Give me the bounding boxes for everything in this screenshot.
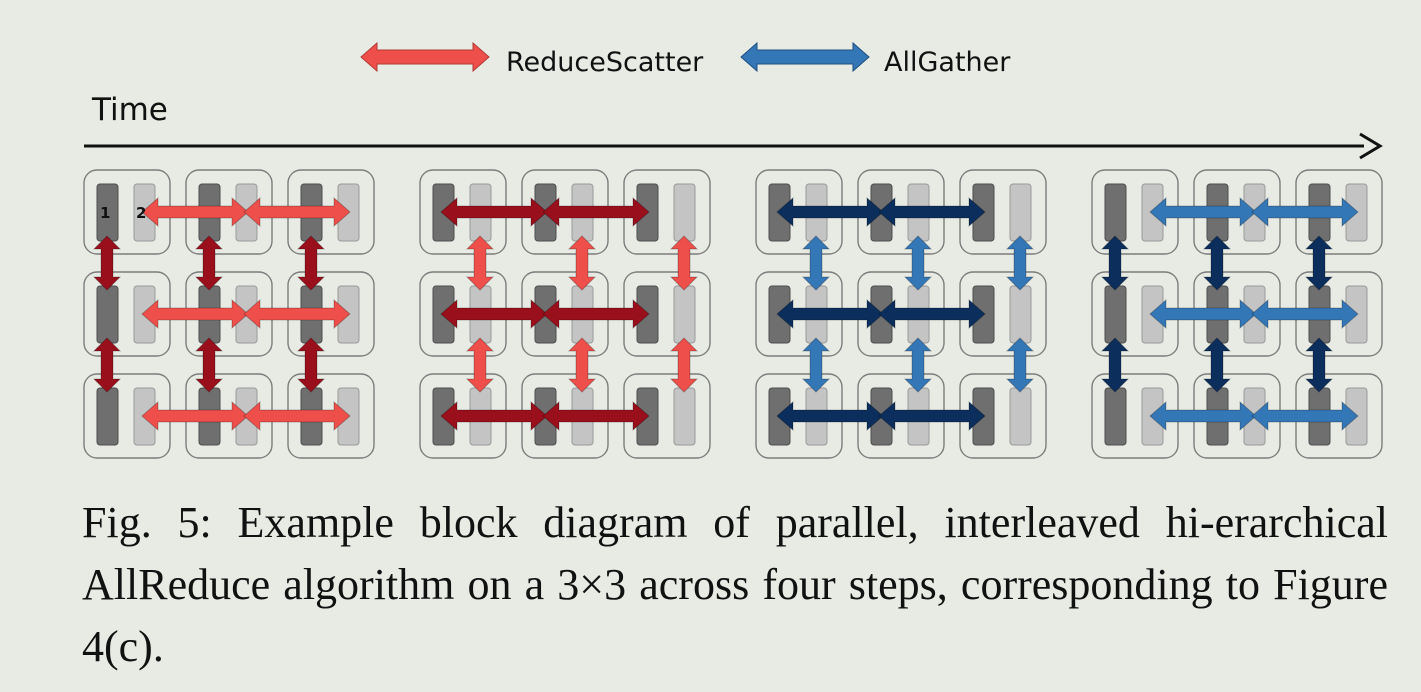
reduce-scatter-arrow (194, 337, 224, 393)
all-gather-arrow (1251, 298, 1359, 330)
reduce-scatter-arrow (542, 298, 650, 330)
all-gather-arrow (1251, 400, 1359, 432)
reduce-scatter-legend-label: ReduceScatter (506, 47, 704, 78)
step-2 (419, 169, 711, 459)
reduce-scatter-arrow (243, 400, 351, 432)
time-axis-arrow (84, 132, 1383, 160)
all-gather-arrow (1251, 196, 1359, 228)
all-gather-arrow (1149, 298, 1257, 330)
reduce-scatter-legend-arrow (360, 41, 490, 73)
all-gather-arrow (1149, 400, 1257, 432)
all-gather-arrow (801, 235, 831, 291)
chip-2 (673, 285, 696, 344)
algorithm-steps (83, 169, 1383, 459)
reduce-scatter-arrow (92, 337, 122, 393)
reduce-scatter-arrow (243, 196, 351, 228)
reduce-scatter-arrow (440, 298, 548, 330)
all-gather-arrow (776, 400, 884, 432)
allreduce-diagram: ReduceScatter AllGather Time 1 2 (83, 41, 1383, 459)
all-gather-arrow (878, 400, 986, 432)
reduce-scatter-arrow (141, 400, 249, 432)
step-1-nodes (83, 169, 375, 459)
legend: ReduceScatter AllGather (360, 41, 1011, 78)
reduce-scatter-arrow (194, 235, 224, 291)
chip-2 (673, 387, 696, 446)
all-gather-arrow (903, 235, 933, 291)
reduce-scatter-arrow (440, 400, 548, 432)
chip-1 (96, 285, 119, 344)
all-gather-arrow (878, 298, 986, 330)
reduce-scatter-arrow (296, 235, 326, 291)
step-1 (83, 169, 375, 459)
step-3 (755, 169, 1047, 459)
all-gather-arrow (1005, 235, 1035, 291)
chip-2 (1009, 285, 1032, 344)
step-4 (1091, 169, 1383, 459)
reduce-scatter-arrow (669, 337, 699, 393)
step-4-arrows (1100, 196, 1359, 432)
step-2-arrows (440, 196, 699, 432)
chip-1 (96, 387, 119, 446)
chip-2 (1009, 387, 1032, 446)
step-1-arrows (92, 196, 351, 432)
all-gather-arrow (1304, 235, 1334, 291)
reduce-scatter-arrow (669, 235, 699, 291)
all-gather-arrow (1202, 337, 1232, 393)
all-gather-arrow (903, 337, 933, 393)
chip-label-2: 2 (136, 204, 146, 222)
reduce-scatter-arrow (542, 196, 650, 228)
all-gather-arrow (801, 337, 831, 393)
reduce-scatter-arrow (465, 235, 495, 291)
all-gather-arrow (776, 298, 884, 330)
reduce-scatter-arrow (243, 298, 351, 330)
all-gather-arrow (1100, 337, 1130, 393)
time-axis-label: Time (91, 92, 168, 128)
all-gather-arrow (878, 196, 986, 228)
reduce-scatter-arrow (141, 196, 249, 228)
reduce-scatter-arrow (465, 337, 495, 393)
figure-caption: Fig. 5: Example block diagram of paralle… (82, 498, 1388, 671)
chip-1 (1104, 285, 1127, 344)
all-gather-arrow (776, 196, 884, 228)
reduce-scatter-legend-arrow-shape (360, 41, 490, 73)
reduce-scatter-arrow (92, 235, 122, 291)
reduce-scatter-arrow (567, 337, 597, 393)
chip-1 (1104, 183, 1127, 242)
all-gather-legend-arrow-shape (740, 41, 870, 73)
chip-2 (1009, 183, 1032, 242)
all-gather-arrow (1202, 235, 1232, 291)
all-gather-arrow (1005, 337, 1035, 393)
all-gather-legend-label: AllGather (884, 47, 1011, 78)
reduce-scatter-arrow (141, 298, 249, 330)
reduce-scatter-arrow (440, 196, 548, 228)
all-gather-arrow (1304, 337, 1334, 393)
step-3-arrows (776, 196, 1035, 432)
chip-label-1: 1 (100, 204, 110, 222)
all-gather-arrow (1100, 235, 1130, 291)
chip-1 (1104, 387, 1127, 446)
node (959, 169, 1047, 255)
all-gather-legend-arrow (740, 41, 870, 73)
reduce-scatter-arrow (542, 400, 650, 432)
reduce-scatter-arrow (567, 235, 597, 291)
all-gather-arrow (1149, 196, 1257, 228)
chip-2 (673, 183, 696, 242)
reduce-scatter-arrow (296, 337, 326, 393)
